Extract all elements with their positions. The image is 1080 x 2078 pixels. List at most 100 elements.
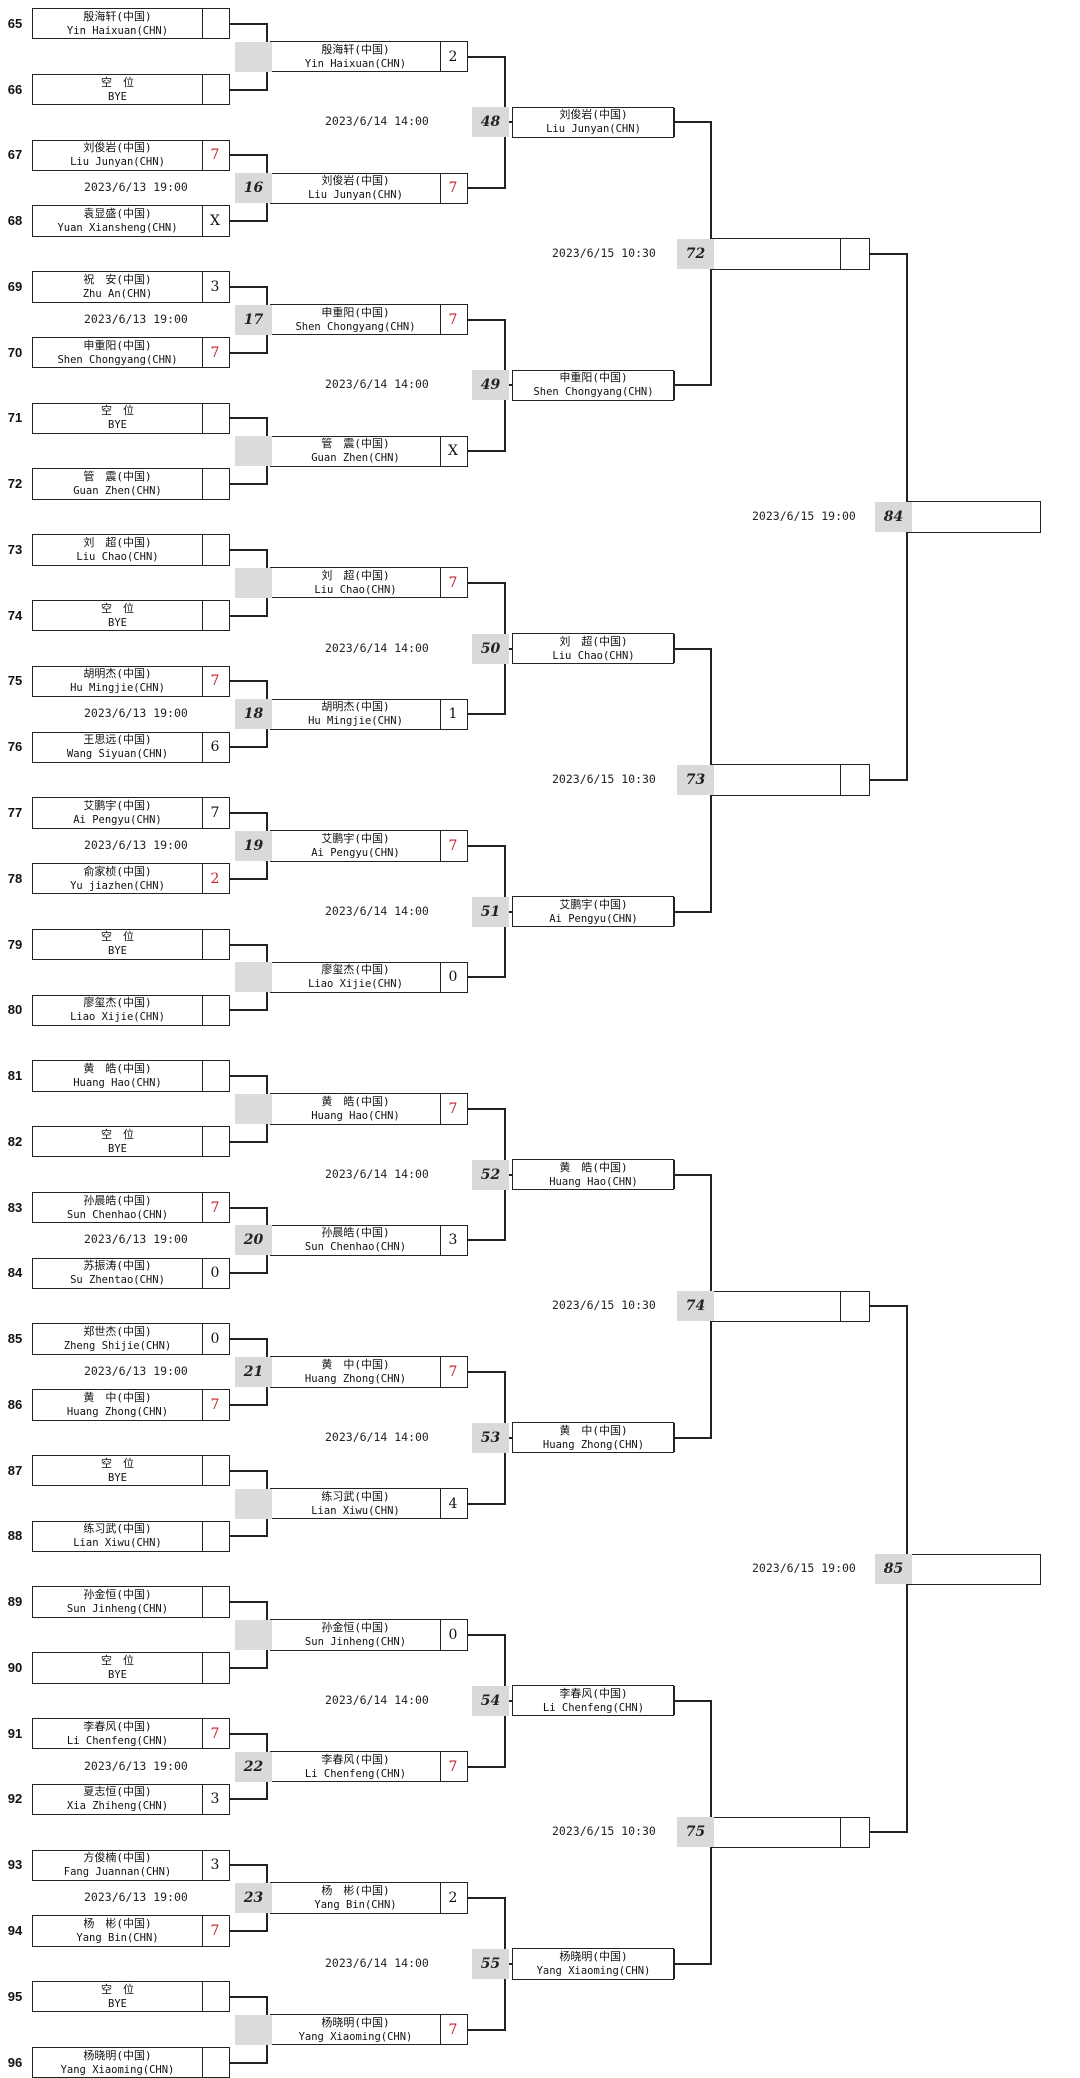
player-score	[201, 1587, 229, 1616]
player-name: 练习武(中国)Lian Xiwu(CHN)	[271, 1488, 441, 1519]
player-score: 3	[210, 1857, 220, 1874]
bracket-line	[674, 121, 712, 124]
player-name-en: BYE	[108, 616, 127, 629]
player-box: 俞家桢(中国)Yu jiazhen(CHN)2	[32, 863, 230, 895]
bracket-line	[468, 581, 506, 584]
match-time: 2023/6/15 10:30	[552, 245, 656, 260]
player-name: 杨晓明(中国)Yang Xiaoming(CHN)	[271, 2014, 441, 2045]
bracket-line	[468, 976, 506, 979]
player-score	[201, 1456, 229, 1485]
player-name: 申重阳(中国)Shen Chongyang(CHN)	[271, 305, 441, 335]
player-score: X	[448, 443, 458, 460]
player-name-cn: 杨晓明(中国)	[559, 1949, 628, 1963]
player-score	[201, 601, 229, 630]
player-name-cn: 方俊楠(中国)	[83, 1851, 152, 1865]
seed-number: 78	[7, 870, 23, 886]
player-score: 7	[448, 837, 458, 854]
player-name	[907, 502, 1042, 531]
player-name-en: Lian Xiwu(CHN)	[73, 1537, 162, 1550]
player-name-cn: 孙金恒(中国)	[321, 1621, 390, 1635]
player-name-en: Yang Bin(CHN)	[314, 1899, 397, 1912]
seed-number: 94	[7, 1922, 23, 1938]
player-name: 胡明杰(中国)Hu Mingjie(CHN)	[33, 666, 203, 697]
player-name-en: Sun Jinheng(CHN)	[304, 1636, 407, 1649]
player-score: 7	[448, 1100, 458, 1117]
player-name-en: Liu Chao(CHN)	[552, 649, 635, 662]
bracket-line	[230, 88, 268, 91]
player-name-en: Huang Zhong(CHN)	[66, 1405, 169, 1418]
player-name-cn: 空 位	[101, 404, 134, 418]
match-time: 2023/6/14 14:00	[325, 1955, 429, 1970]
bracket-line	[230, 811, 268, 814]
player-name-cn: 廖玺杰(中国)	[321, 963, 390, 977]
match-number	[235, 41, 272, 72]
player-name-en: Yang Bin(CHN)	[76, 1931, 159, 1944]
bracket-line	[468, 1107, 506, 1110]
match-number	[235, 567, 272, 598]
player-box: 艾鹏宇(中国)Ai Pengyu(CHN)7	[32, 797, 230, 829]
player-name-en: Huang Hao(CHN)	[549, 1175, 638, 1188]
player-name	[713, 1817, 841, 1848]
player-name-en: BYE	[108, 1471, 127, 1484]
bracket-line	[230, 154, 268, 157]
player-score: X	[210, 213, 220, 230]
player-box: 苏振涛(中国)Su Zhentao(CHN)0	[32, 1257, 230, 1289]
match-time: 2023/6/15 10:30	[552, 1824, 656, 1839]
player-name-en: Yin Haixuan(CHN)	[66, 24, 169, 37]
seed-number: 75	[7, 673, 23, 689]
player-name-en: Hu Mingjie(CHN)	[308, 715, 403, 728]
seed-number: 87	[7, 1462, 23, 1478]
final-slot	[906, 501, 1042, 533]
player-name: 祝 安(中国)Zhu An(CHN)	[33, 272, 203, 302]
player-box	[712, 1816, 870, 1849]
player-name-cn: 管 震(中国)	[321, 437, 390, 451]
bracket-line	[230, 1403, 268, 1406]
match-number: 51	[472, 896, 509, 927]
player-name: 廖玺杰(中国)Liao Xijie(CHN)	[271, 962, 441, 993]
player-score: 7	[210, 673, 220, 690]
seed-number: 86	[7, 1396, 23, 1412]
player-name: 廖玺杰(中国)Liao Xijie(CHN)	[33, 995, 203, 1025]
player-name	[713, 765, 841, 795]
player-box: 艾鹏宇(中国)Ai Pengyu(CHN)	[512, 895, 675, 928]
match-time: 2023/6/14 14:00	[325, 640, 429, 655]
bracket-line	[674, 647, 712, 650]
player-name-en: BYE	[108, 1668, 127, 1681]
player-name-cn: 申重阳(中国)	[321, 305, 390, 319]
player-name-cn: 刘俊岩(中国)	[83, 141, 152, 155]
bracket-line	[468, 1370, 506, 1373]
player-box: 申重阳(中国)Shen Chongyang(CHN)	[512, 369, 675, 402]
player-score: 7	[448, 1363, 458, 1380]
player-box: 黄 中(中国)Huang Zhong(CHN)7	[32, 1389, 230, 1421]
player-score: 6	[210, 739, 220, 756]
player-name: 管 震(中国)Guan Zhen(CHN)	[271, 436, 441, 466]
bracket-line	[870, 252, 908, 255]
player-score: 7	[210, 1199, 220, 1216]
player-name: 黄 皓(中国)Huang Hao(CHN)	[271, 1094, 441, 1124]
player-score	[839, 1292, 869, 1321]
match-number: 20	[235, 1225, 272, 1256]
player-score: 2	[448, 48, 458, 65]
match-time: 2023/6/13 19:00	[84, 1890, 188, 1905]
player-name-en: Liu Junyan(CHN)	[70, 156, 165, 169]
player-score	[201, 1522, 229, 1551]
player-box: 管 震(中国)Guan Zhen(CHN)	[32, 468, 230, 500]
player-score	[201, 1061, 229, 1090]
bracket-line	[674, 1436, 712, 1439]
bracket-line	[674, 1173, 712, 1176]
player-name: 夏志恒(中国)Xia Zhiheng(CHN)	[33, 1784, 203, 1815]
player-name-cn: 杨 彬(中国)	[321, 1884, 390, 1898]
player-score: 0	[448, 1627, 458, 1644]
player-name-en: Hu Mingjie(CHN)	[70, 682, 165, 695]
player-name-cn: 黄 中(中国)	[83, 1390, 152, 1404]
player-name-en: Huang Zhong(CHN)	[542, 1438, 645, 1451]
player-name-en: Huang Hao(CHN)	[311, 1109, 400, 1122]
player-name-cn: 申重阳(中国)	[559, 371, 628, 385]
player-name: 李春风(中国)Li Chenfeng(CHN)	[513, 1686, 675, 1716]
bracket-line	[230, 1075, 268, 1078]
bracket-line	[468, 2028, 506, 2031]
player-name-en: Shen Chongyang(CHN)	[533, 386, 654, 399]
